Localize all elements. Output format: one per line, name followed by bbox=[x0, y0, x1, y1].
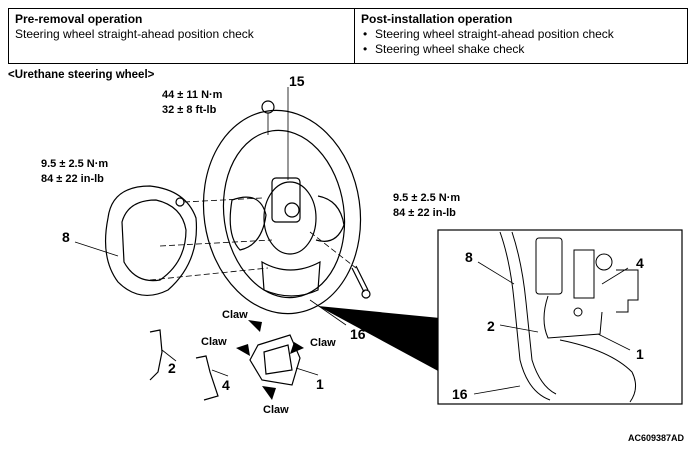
claw-arrow-top bbox=[248, 320, 262, 332]
bolt-right bbox=[351, 265, 369, 293]
operation-table: Pre-removal operation Steering wheel str… bbox=[8, 8, 688, 64]
claw-arrow-left bbox=[236, 344, 250, 356]
dashed-line-center bbox=[159, 239, 273, 247]
leader-8 bbox=[74, 241, 119, 257]
claw-label-right: Claw bbox=[310, 337, 336, 349]
detail-drawing bbox=[499, 231, 639, 403]
detail-label-8: 8 bbox=[465, 249, 473, 265]
detail-label-2: 2 bbox=[487, 318, 495, 334]
dashed-line-bottom bbox=[149, 267, 269, 281]
claw-label-top: Claw bbox=[222, 309, 248, 321]
dashed-line-left bbox=[183, 197, 263, 203]
figure-code: AC609387AD bbox=[628, 433, 685, 443]
part-label-1: 1 bbox=[316, 376, 324, 392]
wheel-spoke-right bbox=[315, 195, 345, 242]
wheel-rim-outer bbox=[202, 109, 362, 315]
part-label-4: 4 bbox=[222, 377, 230, 393]
lower-cover-inner bbox=[263, 344, 293, 375]
connector-2 bbox=[149, 329, 163, 381]
wheel-spoke-left bbox=[229, 196, 267, 251]
wheel-hub bbox=[263, 181, 317, 255]
torque-left-inlb: 84 ± 22 in-lb bbox=[41, 173, 104, 185]
connector-4 bbox=[195, 355, 219, 401]
leader-2 bbox=[161, 349, 177, 362]
pre-removal-item: Steering wheel straight-ahead position c… bbox=[15, 27, 254, 41]
bolt-right-head bbox=[361, 289, 371, 299]
assembly-lines bbox=[149, 87, 357, 281]
detail-trim-inner bbox=[511, 231, 557, 395]
detail-screw bbox=[573, 307, 583, 317]
diagram-labels: 44 ± 11 N·m 32 ± 8 ft-lb 15 9.5 ± 2.5 N·… bbox=[41, 73, 685, 443]
torque-nut-ftlb: 32 ± 8 ft-lb bbox=[162, 104, 217, 116]
detail-label-4: 4 bbox=[636, 255, 644, 271]
leader-detail-8 bbox=[477, 261, 515, 285]
detail-box bbox=[437, 229, 683, 405]
leader-detail-2 bbox=[499, 324, 539, 333]
detail-clip bbox=[616, 269, 639, 313]
claw-arrow-right bbox=[290, 342, 304, 354]
part-label-2: 2 bbox=[168, 360, 176, 376]
leader-detail-4 bbox=[601, 267, 629, 285]
detail-label-1: 1 bbox=[636, 346, 644, 362]
leader-detail-16 bbox=[473, 385, 521, 395]
torque-right-inlb: 84 ± 22 in-lb bbox=[393, 207, 456, 219]
wheel-spoke-bottom bbox=[261, 260, 321, 297]
leader-4 bbox=[211, 369, 229, 377]
detail-label-16: 16 bbox=[452, 386, 468, 402]
post-installation-item: Steering wheel straight-ahead position c… bbox=[361, 27, 681, 42]
pre-removal-column: Pre-removal operation Steering wheel str… bbox=[9, 9, 355, 63]
claw-label-bottom: Claw bbox=[263, 404, 289, 416]
torque-right-nm: 9.5 ± 2.5 N·m bbox=[393, 192, 460, 204]
wheel-boss bbox=[271, 177, 301, 223]
claw-arrow-bottom bbox=[262, 386, 276, 400]
leader-detail-1 bbox=[597, 333, 631, 351]
post-installation-column: Post-installation operation Steering whe… bbox=[355, 9, 687, 63]
label-leaders bbox=[74, 241, 631, 395]
leader-15 bbox=[267, 87, 289, 180]
part-label-15: 15 bbox=[289, 73, 305, 89]
pre-removal-heading: Pre-removal operation bbox=[15, 12, 143, 26]
airbag-cover bbox=[121, 199, 187, 282]
post-installation-list: Steering wheel straight-ahead position c… bbox=[361, 27, 681, 57]
detail-module bbox=[535, 237, 563, 295]
detail-bracket bbox=[573, 249, 595, 299]
lower-cover bbox=[249, 334, 301, 386]
post-installation-heading: Post-installation operation bbox=[361, 12, 513, 26]
claw-label-left: Claw bbox=[201, 336, 227, 348]
dashed-line-right bbox=[309, 231, 357, 269]
part-label-8: 8 bbox=[62, 229, 70, 245]
torque-nut-nm: 44 ± 11 N·m bbox=[162, 89, 223, 101]
detail-callout-wedge bbox=[318, 306, 440, 372]
steering-wheel-drawing bbox=[104, 100, 371, 401]
claw-arrows bbox=[236, 320, 304, 400]
detail-harness bbox=[543, 295, 603, 339]
leader-1 bbox=[295, 367, 319, 376]
wheel-center bbox=[284, 202, 300, 218]
wheel-rim-inner bbox=[222, 129, 346, 299]
leader-16 bbox=[309, 299, 347, 326]
detail-nut bbox=[595, 253, 613, 271]
diagram-subtitle: <Urethane steering wheel> bbox=[8, 69, 155, 81]
airbag-module bbox=[104, 185, 198, 297]
part-label-16: 16 bbox=[350, 326, 366, 342]
post-installation-item: Steering wheel shake check bbox=[361, 42, 681, 57]
bolt-left bbox=[175, 197, 185, 207]
detail-cover-curve bbox=[559, 339, 636, 403]
torque-left-nm: 9.5 ± 2.5 N·m bbox=[41, 158, 108, 170]
detail-trim-outer bbox=[499, 231, 551, 401]
